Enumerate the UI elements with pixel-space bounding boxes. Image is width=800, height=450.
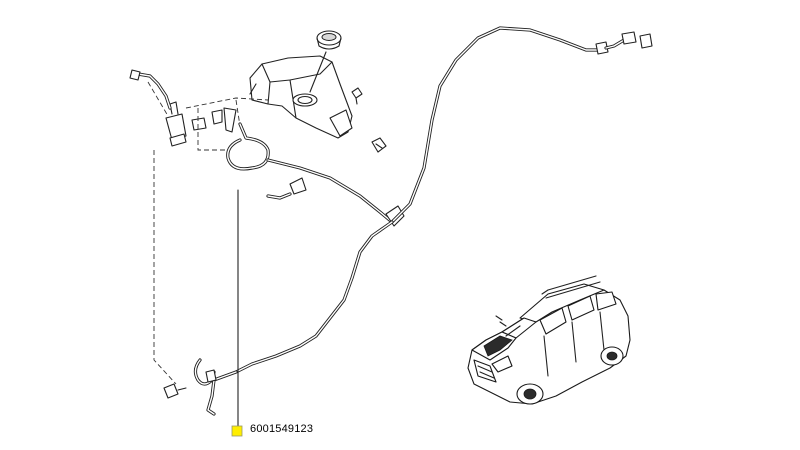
part-number-label: 6001549123 — [250, 423, 314, 435]
rear-nozzle — [639, 33, 653, 49]
reservoir-cap — [309, 30, 342, 93]
part-marker-square — [231, 425, 243, 437]
hose-connector — [289, 177, 307, 195]
reservoir-clip — [351, 87, 387, 153]
washer-pump — [165, 101, 187, 147]
washer-reservoir — [249, 55, 353, 139]
rear-connector — [595, 41, 609, 55]
pump-seal — [191, 107, 237, 133]
vehicle-illustration — [467, 275, 631, 405]
bottom-connector — [163, 383, 179, 399]
